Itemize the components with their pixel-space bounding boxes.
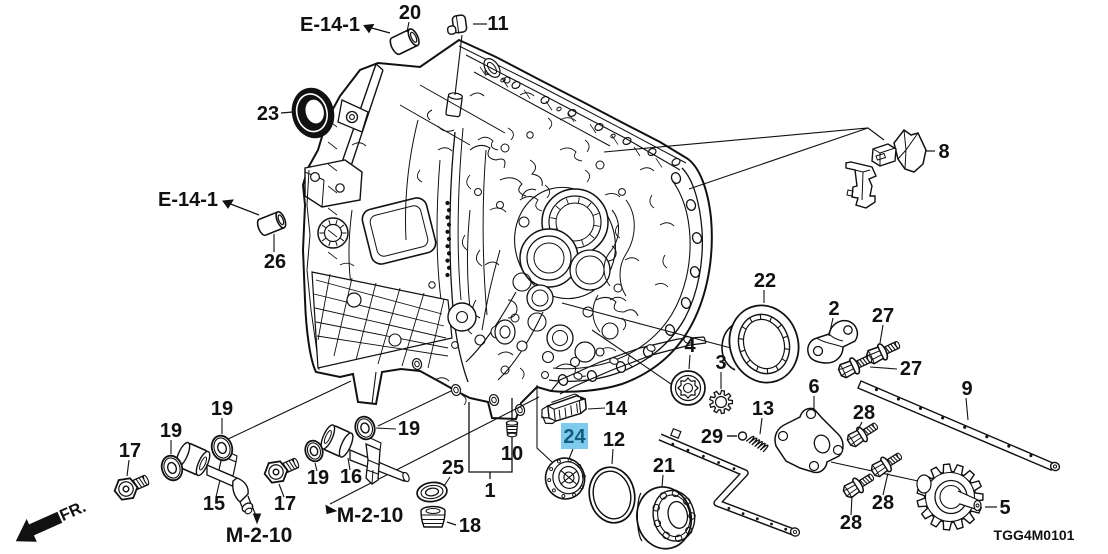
svg-text:3: 3 bbox=[715, 352, 726, 374]
svg-text:27: 27 bbox=[900, 358, 922, 380]
svg-text:24: 24 bbox=[563, 426, 586, 448]
svg-text:19: 19 bbox=[307, 467, 329, 489]
svg-text:TGG4M0101: TGG4M0101 bbox=[994, 527, 1075, 543]
svg-text:19: 19 bbox=[211, 398, 233, 420]
svg-text:2: 2 bbox=[828, 298, 839, 320]
svg-text:4: 4 bbox=[684, 335, 696, 357]
svg-text:M-2-10: M-2-10 bbox=[226, 524, 293, 547]
svg-text:19: 19 bbox=[398, 418, 420, 440]
svg-text:6: 6 bbox=[808, 376, 819, 398]
svg-text:26: 26 bbox=[264, 251, 286, 273]
svg-text:1: 1 bbox=[484, 480, 495, 502]
svg-text:E-14-1: E-14-1 bbox=[300, 14, 360, 36]
svg-text:10: 10 bbox=[501, 443, 523, 465]
svg-text:28: 28 bbox=[840, 512, 862, 534]
svg-text:25: 25 bbox=[442, 457, 464, 479]
svg-text:29: 29 bbox=[701, 426, 723, 448]
svg-text:28: 28 bbox=[872, 492, 894, 514]
svg-text:28: 28 bbox=[853, 402, 875, 424]
svg-text:14: 14 bbox=[605, 398, 628, 420]
svg-text:22: 22 bbox=[754, 270, 776, 292]
svg-text:8: 8 bbox=[938, 141, 949, 163]
svg-text:11: 11 bbox=[487, 13, 508, 35]
svg-text:21: 21 bbox=[653, 455, 675, 477]
svg-text:17: 17 bbox=[119, 440, 141, 462]
svg-text:15: 15 bbox=[203, 493, 225, 515]
svg-text:27: 27 bbox=[872, 305, 894, 327]
svg-text:13: 13 bbox=[752, 398, 774, 420]
svg-text:5: 5 bbox=[999, 497, 1010, 519]
svg-text:19: 19 bbox=[160, 420, 182, 442]
svg-text:M-2-10: M-2-10 bbox=[337, 504, 404, 527]
svg-text:16: 16 bbox=[340, 466, 362, 488]
svg-text:18: 18 bbox=[459, 515, 481, 537]
svg-text:20: 20 bbox=[399, 2, 421, 24]
svg-text:17: 17 bbox=[274, 493, 296, 515]
svg-text:23: 23 bbox=[257, 103, 279, 125]
svg-text:E-14-1: E-14-1 bbox=[158, 189, 218, 211]
svg-text:9: 9 bbox=[961, 378, 972, 400]
svg-text:12: 12 bbox=[603, 429, 625, 451]
